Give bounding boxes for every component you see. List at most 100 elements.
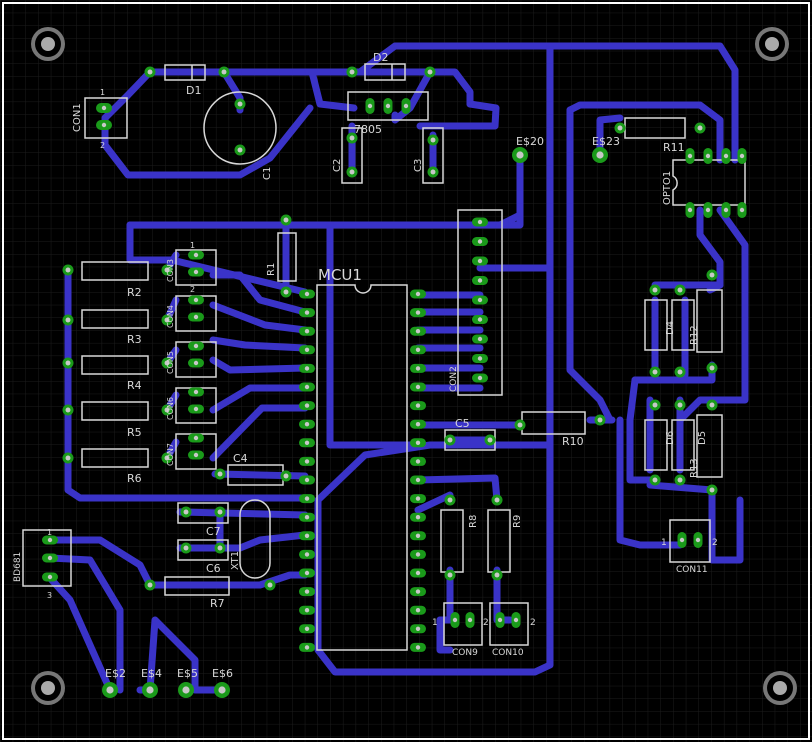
con2-pad (472, 315, 488, 324)
label-con10: CON10 (492, 648, 524, 658)
pad (214, 506, 226, 518)
con9-pad (450, 612, 460, 628)
mcu-pad (410, 475, 426, 485)
connector-pad (188, 450, 204, 460)
connector-pad (188, 404, 204, 414)
transistor-pad (42, 535, 58, 545)
mcu-pad (299, 605, 315, 615)
mcu-pad (299, 438, 315, 448)
mcu-pad (410, 494, 426, 504)
pad (144, 66, 156, 78)
label-con3: CON3 (166, 259, 175, 282)
pad (62, 404, 74, 416)
mounting-hole (755, 27, 789, 61)
pin-num-con10-2: 2 (530, 618, 536, 628)
pad (514, 419, 526, 431)
mounting-hole (763, 671, 797, 705)
mcu-pad (299, 401, 315, 411)
label-opto1: OPTO1 (662, 171, 673, 205)
pad (491, 494, 503, 506)
pad (594, 414, 606, 426)
mcu-pad (410, 401, 426, 411)
pad (694, 122, 706, 134)
con2-pad (472, 373, 488, 383)
label-xt1: XT1 (230, 551, 241, 570)
pin-num-con11-2: 2 (712, 538, 718, 548)
label-r9: R9 (512, 515, 523, 528)
mcu-pad (410, 326, 426, 336)
con2-pad (472, 334, 488, 344)
pin-num-con9-2: 2 (483, 618, 489, 628)
pad (649, 284, 661, 296)
mcu-pad (410, 382, 426, 392)
con2-pad (472, 295, 488, 305)
pad (649, 366, 661, 378)
mcu-pad (299, 587, 315, 597)
mcu-pad (299, 642, 315, 652)
mcu-pad (410, 549, 426, 559)
connector-pad (188, 341, 204, 351)
connector-pad (188, 433, 204, 443)
label-bd681: BD681 (13, 552, 23, 582)
pad (674, 284, 686, 296)
pin-num-bd681-3: 3 (47, 591, 52, 600)
pin-num-bd681-1: 1 (47, 528, 52, 537)
label-con1: CON1 (72, 103, 83, 132)
label-es6: E$6 (212, 667, 233, 680)
con1-pad (96, 120, 112, 130)
connector-pad (188, 267, 204, 277)
label-c2: C2 (332, 159, 343, 172)
pad (214, 468, 226, 480)
pad (706, 399, 718, 411)
mcu-pad (299, 308, 315, 318)
con11-pad (693, 532, 703, 548)
regulator-pad (365, 98, 375, 114)
label-r13: R13 (689, 458, 700, 478)
pad (144, 579, 156, 591)
label-r8: R8 (468, 515, 479, 528)
pad (180, 542, 192, 554)
mcu-pad (410, 308, 426, 318)
test-pad (592, 147, 608, 163)
pad (427, 134, 439, 146)
pin-num-con9-1: 1 (432, 618, 438, 628)
mcu-pad (410, 363, 426, 373)
pad (62, 357, 74, 369)
pad (280, 214, 292, 226)
pad (444, 569, 456, 581)
label-con6: CON6 (166, 397, 175, 420)
opto-pad (737, 202, 747, 218)
label-mcu1: MCU1 (318, 266, 362, 284)
label-d4: D4 (665, 321, 676, 335)
labels: MCU1 CON1 D1 D2 C1 C2 C3 7805 E$20 E$23 … (13, 51, 718, 680)
mcu-pad (299, 549, 315, 559)
pad (161, 404, 173, 416)
mcu-pad (299, 345, 315, 355)
pad (161, 357, 173, 369)
pin-num-con3-2: 2 (190, 285, 195, 294)
pad (62, 264, 74, 276)
pad (674, 399, 686, 411)
transistor-pad (42, 572, 58, 582)
label-con11: CON11 (676, 565, 708, 575)
label-con7: CON7 (166, 443, 175, 466)
test-pad (178, 682, 194, 698)
connector-pad (188, 250, 204, 260)
label-r11: R11 (663, 141, 685, 154)
mcu-pad (410, 438, 426, 448)
label-c7: C7 (206, 525, 221, 538)
label-7805: 7805 (354, 123, 382, 136)
label-r7: R7 (210, 597, 225, 610)
pad (444, 494, 456, 506)
pad (161, 452, 173, 464)
mounting-hole (31, 27, 65, 61)
mcu-pad (299, 568, 315, 578)
mcu-pad (299, 624, 315, 634)
label-con4: CON4 (166, 305, 175, 328)
label-d1: D1 (186, 84, 201, 97)
pad (218, 66, 230, 78)
pin-num-con1-2: 2 (100, 141, 105, 150)
mcu-pad (299, 475, 315, 485)
pin-num-con3-1: 1 (190, 241, 195, 250)
pad (444, 434, 456, 446)
